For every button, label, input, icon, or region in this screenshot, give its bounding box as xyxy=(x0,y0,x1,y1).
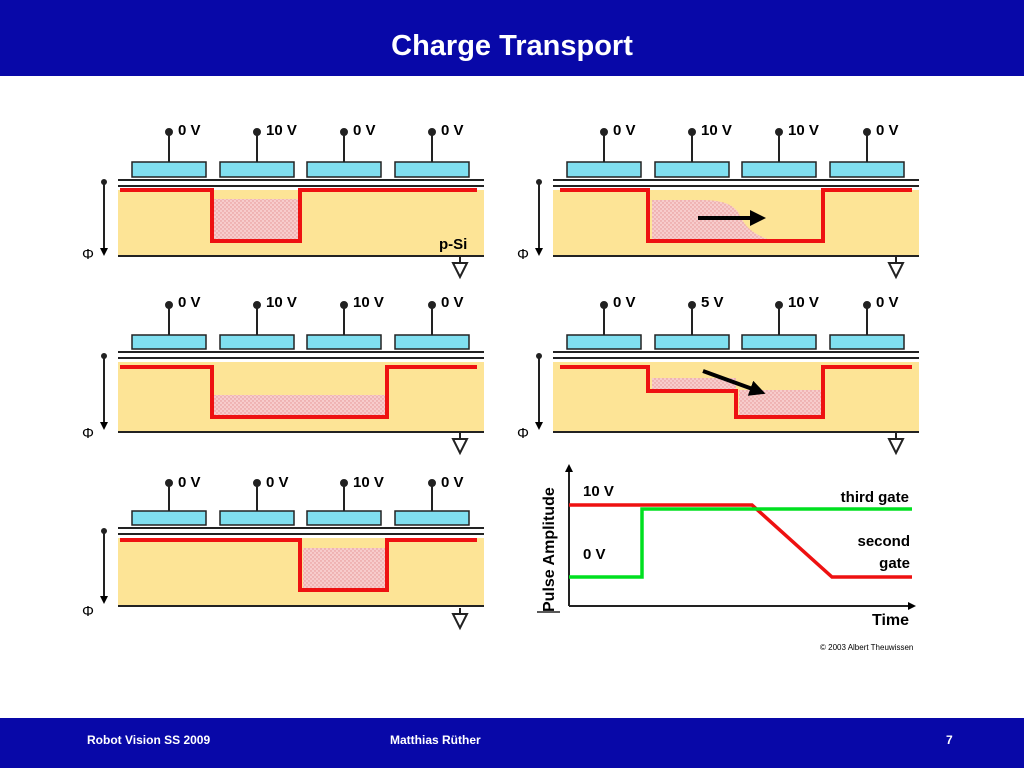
charge-packet xyxy=(214,199,298,240)
charge-packet xyxy=(739,390,821,416)
gate-voltage-label: 5 V xyxy=(701,294,724,311)
transfer-arrow xyxy=(702,369,766,396)
page-number: 7 xyxy=(946,733,953,747)
ccd-panel-a: 0 V 10 V 0 V 0 V Φ p-Si xyxy=(82,122,484,280)
gate-electrode-4 xyxy=(829,161,905,178)
ground-icon xyxy=(451,433,469,456)
potential-well-line xyxy=(120,188,477,243)
second-gate-label-line2: gate xyxy=(879,555,910,572)
gate-voltage-label: 0 V xyxy=(178,294,201,311)
gate-terminals xyxy=(165,479,436,511)
y-axis-label: Pulse Amplitude xyxy=(541,487,558,612)
ground-icon xyxy=(887,433,905,456)
gate-electrode-1 xyxy=(131,510,207,526)
footer-bar: Robot Vision SS 2009 Matthias Rüther 7 xyxy=(0,718,1024,768)
phi-label: Φ xyxy=(82,425,94,442)
ccd-panel-c: 0 V 0 V 10 V 0 V Φ xyxy=(82,474,484,631)
charge-packet xyxy=(652,378,736,390)
high-level-label: 10 V xyxy=(583,483,614,500)
x-axis-label: Time xyxy=(872,612,909,629)
phi-label: Φ xyxy=(82,246,94,263)
low-level-label: 0 V xyxy=(583,546,606,563)
ccd-panel-e: 0 V 5 V 10 V 0 V Φ xyxy=(517,294,919,456)
slide-title: Charge Transport xyxy=(391,30,633,62)
gate-terminals xyxy=(165,301,436,335)
copyright-note: © 2003 Albert Theuwissen xyxy=(820,643,913,652)
gate-voltage-label: 0 V xyxy=(441,122,464,139)
pulse-timing-diagram: Pulse Amplitude 10 V 0 V third gate seco… xyxy=(537,464,916,652)
charge-packet xyxy=(214,395,385,416)
gate-voltage-label: 0 V xyxy=(353,122,376,139)
ccd-charge-transport-diagram: 0 V 10 V 0 V 0 V Φ p-Si 0 V 10 V 10 V 0 … xyxy=(82,122,919,652)
second-gate-pulse xyxy=(569,503,912,579)
gate-voltage-label: 0 V xyxy=(178,474,201,491)
gate-voltage-label: 0 V xyxy=(441,474,464,491)
phi-label: Φ xyxy=(517,425,529,442)
gate-electrode-3 xyxy=(306,510,382,526)
second-gate-label-line1: second xyxy=(857,533,910,550)
gate-electrode-2 xyxy=(654,334,730,350)
gate-terminals xyxy=(165,128,436,162)
gate-electrode-4 xyxy=(394,510,470,526)
ground-icon xyxy=(451,608,469,631)
gate-terminals xyxy=(600,128,871,162)
gate-voltage-label: 10 V xyxy=(788,122,819,139)
ground-icon xyxy=(887,257,905,280)
potential-well-line xyxy=(560,188,912,243)
gate-electrode-1 xyxy=(131,334,207,350)
gate-voltage-label: 0 V xyxy=(876,122,899,139)
gate-voltage-label: 0 V xyxy=(613,294,636,311)
gate-electrode-2 xyxy=(219,510,295,526)
potential-well-line xyxy=(560,365,912,419)
gate-voltage-label: 0 V xyxy=(178,122,201,139)
footer-author: Matthias Rüther xyxy=(390,733,481,747)
substrate-label: p-Si xyxy=(439,236,467,253)
gate-voltage-label: 0 V xyxy=(613,122,636,139)
gate-electrode-3 xyxy=(741,161,817,178)
gate-electrode-3 xyxy=(306,334,382,350)
gate-voltage-label: 10 V xyxy=(266,122,297,139)
ccd-panel-b: 0 V 10 V 10 V 0 V Φ xyxy=(82,294,484,456)
gate-electrode-1 xyxy=(566,334,642,350)
third-gate-pulse xyxy=(569,507,912,579)
gate-electrode-3 xyxy=(741,334,817,350)
gate-voltage-label: 0 V xyxy=(441,294,464,311)
gate-electrode-2 xyxy=(219,334,295,350)
phi-label: Φ xyxy=(517,246,529,263)
gate-voltage-label: 10 V xyxy=(353,474,384,491)
gate-electrode-4 xyxy=(829,334,905,350)
gate-electrode-1 xyxy=(131,161,207,178)
gate-electrode-4 xyxy=(394,334,470,350)
gate-voltage-label: 0 V xyxy=(266,474,289,491)
charge-packet xyxy=(303,548,385,589)
potential-well-line xyxy=(120,538,477,592)
gate-electrode-1 xyxy=(566,161,642,178)
title-bar: Charge Transport xyxy=(0,0,1024,76)
potential-well-line xyxy=(120,365,477,419)
gate-terminals xyxy=(600,301,871,335)
gate-electrode-3 xyxy=(306,161,382,178)
ccd-panel-d: 0 V 10 V 10 V 0 V Φ xyxy=(517,122,919,280)
footer-course: Robot Vision SS 2009 xyxy=(87,733,211,747)
third-gate-label: third gate xyxy=(841,489,909,506)
gate-voltage-label: 10 V xyxy=(266,294,297,311)
gate-voltage-label: 10 V xyxy=(353,294,384,311)
gate-voltage-label: 10 V xyxy=(701,122,732,139)
gate-voltage-label: 10 V xyxy=(788,294,819,311)
ground-icon xyxy=(451,257,469,280)
gate-electrode-2 xyxy=(219,161,295,178)
gate-electrode-2 xyxy=(654,161,730,178)
gate-electrode-4 xyxy=(394,161,470,178)
phi-label: Φ xyxy=(82,603,94,620)
gate-voltage-label: 0 V xyxy=(876,294,899,311)
